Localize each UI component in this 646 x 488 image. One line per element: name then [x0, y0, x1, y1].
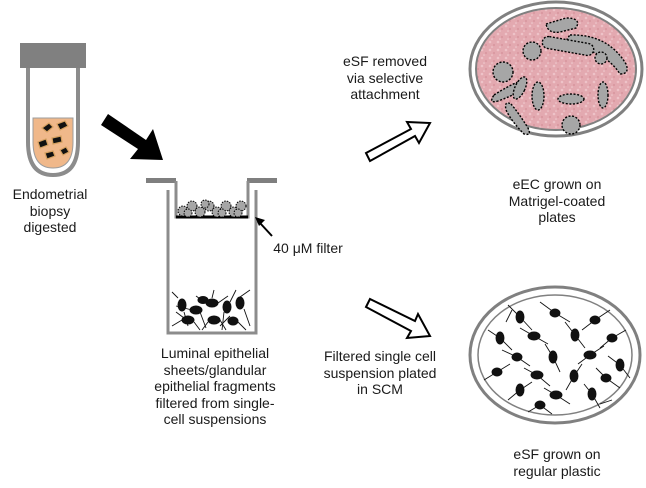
filter-pointer-arrow: [255, 217, 273, 237]
tube-label: Endometrial biopsy digested: [12, 186, 88, 235]
biopsy-tube: [20, 43, 86, 178]
matrigel-plate: [468, 0, 644, 138]
insert-right-rim: [247, 178, 277, 183]
black-arrow: [101, 114, 163, 160]
insert-left-rim: [146, 178, 176, 183]
filter-label: 40 μM filter: [273, 240, 343, 256]
esf-removed-label: eSF removed via selective attachment: [342, 53, 428, 102]
tube-body: [26, 68, 80, 178]
insert-label: Luminal epithelial sheets/glandular epit…: [154, 345, 276, 427]
passed-single-cells: [171, 289, 251, 331]
plastic-plate: [468, 285, 642, 425]
filtered-fragments: [177, 199, 247, 218]
tissue-pieces: [37, 120, 70, 160]
outer-well: [166, 190, 258, 335]
eec-label: eEC grown on Matrigel-coated plates: [508, 176, 606, 225]
epithelial-colonies: [491, 17, 628, 136]
hollow-arrow-up: [364, 120, 432, 163]
transwell-insert: [146, 178, 277, 335]
esf-grown-label: eSF grown on regular plastic: [513, 446, 601, 479]
stromal-cells: [483, 301, 631, 415]
hollow-arrow-down: [364, 297, 432, 340]
tube-cap: [20, 43, 86, 68]
filtered-single-cell-label: Filtered single cell suspension plated i…: [323, 348, 437, 397]
